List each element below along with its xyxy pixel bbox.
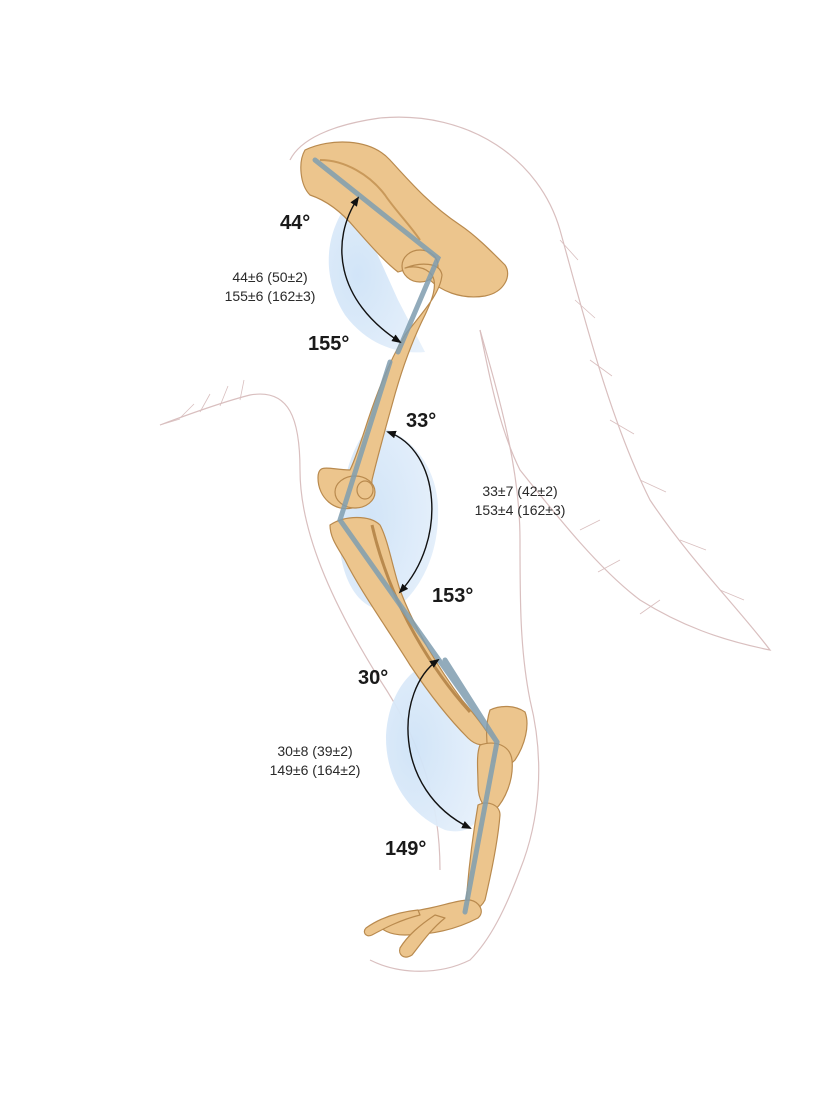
pelvis-femur-axis bbox=[312, 157, 442, 355]
hind-leg-outline bbox=[369, 329, 540, 972]
stifle-angle-arrow bbox=[386, 430, 433, 594]
toe-bones-3 bbox=[363, 909, 421, 937]
angle-arrows bbox=[341, 196, 472, 829]
tarsus-extension-stat: 149±6 (164±2) bbox=[269, 762, 361, 778]
tail-outline bbox=[379, 116, 772, 651]
tarsus-extension-angle-label: 149° bbox=[385, 838, 427, 860]
metatarsal-bones bbox=[465, 802, 501, 910]
hip-flexion-stat: 44±6 (50±2) bbox=[232, 269, 308, 285]
tail-fur-strokes bbox=[559, 239, 745, 615]
tarsus-angle-arrow bbox=[407, 658, 472, 829]
tarsus-flexion-stat: 30±8 (39±2) bbox=[277, 743, 353, 759]
hip-stats: 44±6 (50±2) 155±6 (162±3) bbox=[200, 268, 340, 306]
hip-extension-angle-label: 155° bbox=[308, 333, 350, 355]
hip-angle-arrow bbox=[341, 196, 402, 344]
stifle-flexion-stat: 33±7 (42±2) bbox=[482, 483, 558, 499]
pelvis-shading bbox=[319, 159, 421, 241]
patella bbox=[356, 480, 374, 500]
hip-extension-stat: 155±6 (162±3) bbox=[224, 288, 316, 304]
hip-flexion-angle-label: 44° bbox=[280, 212, 311, 234]
stifle-extension-stat: 153±4 (162±3) bbox=[474, 502, 566, 518]
tarsus-stats: 30±8 (39±2) 149±6 (164±2) bbox=[245, 742, 385, 780]
tarsus-flexion-angle-label: 30° bbox=[358, 667, 389, 689]
back-outline bbox=[289, 117, 381, 161]
belly-fur bbox=[159, 379, 245, 426]
toe-bones-2 bbox=[399, 914, 446, 958]
toe-bones bbox=[377, 899, 482, 936]
stifle-extension-angle-label: 153° bbox=[432, 585, 474, 607]
stifle-stats: 33±7 (42±2) 153±4 (162±3) bbox=[450, 482, 590, 520]
stifle-flexion-angle-label: 33° bbox=[406, 410, 437, 432]
